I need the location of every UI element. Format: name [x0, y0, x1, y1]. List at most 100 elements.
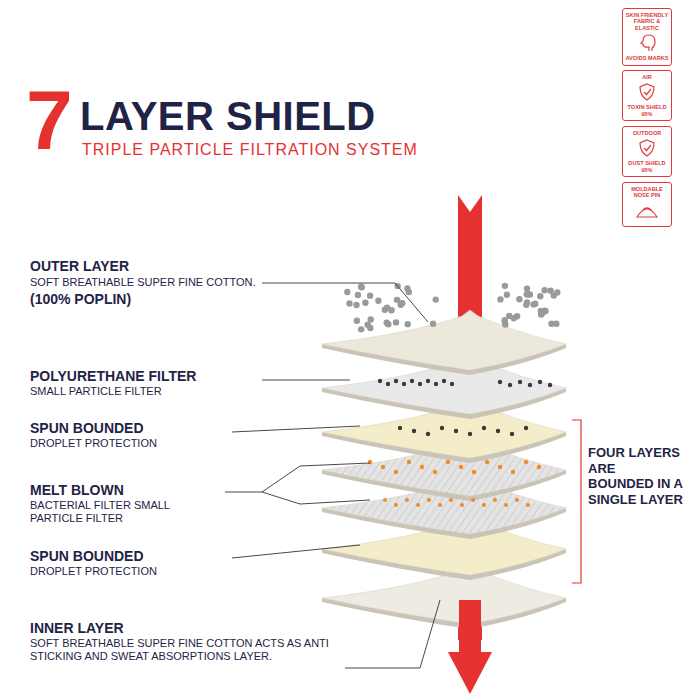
particle [410, 379, 414, 383]
particle [449, 498, 453, 502]
particle [367, 325, 373, 331]
bracket-note: FOUR LAYERS ARE BOUNDED IN A SINGLE LAYE… [588, 445, 684, 507]
particle [538, 380, 542, 384]
particle [406, 289, 412, 295]
particle [346, 300, 352, 306]
feature-box: OUTDOOR DUST SHIELD 95% [622, 126, 672, 177]
head-icon [636, 33, 658, 53]
leader-line [262, 283, 428, 322]
particle [524, 426, 528, 430]
particle [496, 429, 500, 433]
particle [524, 460, 528, 464]
particle [471, 498, 475, 502]
particle [359, 284, 365, 290]
particle [344, 289, 350, 295]
shield-icon [636, 82, 658, 102]
particle [412, 429, 416, 433]
particle [433, 296, 439, 302]
feature-text: AVOIDS MARKS [625, 55, 669, 61]
feature-box: MOLDABLE NOSE PIN [622, 182, 672, 227]
feature-heading: OUTDOOR [625, 130, 669, 136]
particle [420, 465, 424, 469]
particle [426, 432, 430, 436]
particle [450, 382, 454, 386]
particle [383, 498, 387, 502]
airflow-arrowhead [448, 600, 492, 694]
particle [482, 503, 486, 507]
leader-line [262, 492, 370, 504]
particle [502, 321, 508, 327]
bracket [572, 420, 581, 583]
particle [518, 380, 522, 384]
leader-line [225, 463, 370, 492]
particle [442, 379, 446, 383]
particle [398, 426, 402, 430]
particle [358, 326, 364, 332]
icon-holder [625, 82, 669, 102]
particle [511, 315, 517, 321]
particle [434, 382, 438, 386]
particle [354, 317, 360, 323]
layer-name: OUTER LAYER [30, 258, 129, 275]
particle [362, 300, 368, 306]
particle [548, 383, 552, 387]
particle [368, 460, 372, 464]
leader-line [345, 600, 440, 668]
particle [367, 316, 373, 322]
particle [426, 379, 430, 383]
layer-description: DROPLET PROTECTION [30, 565, 157, 578]
particle [416, 503, 420, 507]
particle [438, 503, 442, 507]
particle [468, 432, 472, 436]
particle [407, 460, 411, 464]
particle [385, 321, 391, 327]
particle [382, 307, 388, 313]
leader-line [262, 380, 350, 381]
feature-box: AIRTOXIN SHIELD 95% [622, 70, 672, 121]
particle [460, 503, 464, 507]
particle [504, 503, 508, 507]
particle [394, 379, 398, 383]
layer-name: MELT BLOWN [30, 482, 124, 499]
title: LAYER SHIELD [80, 92, 376, 140]
subtitle: TRIPLE PARTICLE FILTRATION SYSTEM [82, 140, 418, 159]
particle [418, 382, 422, 386]
particle [515, 498, 519, 502]
layer-name: SPUN BOUNDED [30, 548, 144, 565]
particle [502, 283, 508, 289]
particle [446, 460, 450, 464]
particle [378, 379, 382, 383]
particle [459, 465, 463, 469]
particle [498, 465, 502, 469]
particle [427, 498, 431, 502]
particle [397, 302, 403, 308]
particle [516, 296, 522, 302]
particle [547, 288, 553, 294]
particle [510, 432, 514, 436]
particle [525, 291, 531, 297]
layer-description: SMALL PARTICLE FILTER [30, 385, 162, 398]
particle [497, 296, 503, 302]
feature-text: DUST SHIELD 95% [625, 160, 669, 173]
big-number: 7 [26, 78, 73, 162]
leader-line [232, 545, 360, 558]
particle [541, 287, 547, 293]
particle [485, 460, 489, 464]
particle [394, 503, 398, 507]
particle [394, 470, 398, 474]
layer-description: SOFT BREATHABLE SUPER FINE COTTON ACTS A… [30, 637, 330, 663]
layer-name: SPUN BOUNDED [30, 420, 144, 437]
particle [433, 470, 437, 474]
nose-pin-icon [634, 201, 660, 221]
feature-box: SKIN FRIENDLY FABRIC & ELASTIC AVOIDS MAR… [622, 8, 672, 66]
feature-heading: MOLDABLE NOSE PIN [625, 186, 669, 199]
particle [498, 380, 502, 384]
icon-holder [625, 138, 669, 158]
feature-heading: SKIN FRIENDLY FABRIC & ELASTIC [625, 12, 669, 31]
particle [386, 382, 390, 386]
particle [440, 426, 444, 430]
particle [472, 470, 476, 474]
particle [511, 470, 515, 474]
particle [405, 498, 409, 502]
layer-name: POLYURETHANE FILTER [30, 368, 196, 385]
